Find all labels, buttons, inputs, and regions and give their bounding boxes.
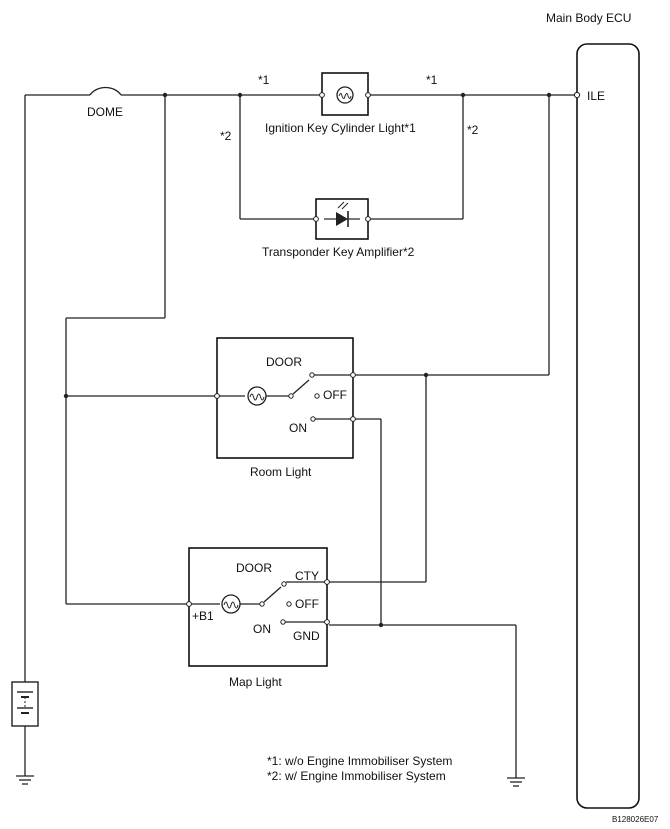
room-on-ground-wire [355, 418, 382, 625]
map-light-label: Map Light [229, 675, 282, 689]
ile-terminal [573, 91, 581, 99]
junction-dot [378, 622, 384, 628]
junction-dot [423, 372, 429, 378]
room-door-label: DOOR [266, 355, 302, 369]
legend-line-1: *1: w/o Engine Immobiliser System [267, 754, 452, 768]
battery-icon [11, 681, 39, 727]
room-light-label: Room Light [250, 465, 312, 479]
bulb-icon [336, 86, 354, 104]
room-on-label: ON [289, 421, 307, 435]
figure-code: B128026E07 [612, 815, 659, 824]
map-on-label: ON [253, 622, 271, 636]
note-star1-right: *1 [426, 73, 438, 87]
map-off-label: OFF [295, 597, 319, 611]
map-b1-label: +B1 [192, 609, 214, 623]
bulb-icon [247, 386, 267, 406]
transponder-branch-wire [239, 95, 464, 220]
ground-icon [16, 775, 34, 785]
led-icon [324, 201, 360, 227]
ignition-light-label: Ignition Key Cylinder Light*1 [265, 121, 416, 135]
map-cty-label: CTY [295, 569, 319, 583]
room-switch-blade [292, 379, 310, 395]
ignition-light-box [321, 72, 369, 116]
map-gnd-label: GND [293, 629, 320, 643]
legend-line-2: *2: w/ Engine Immobiliser System [267, 769, 446, 783]
junction-dot [63, 393, 69, 399]
bulb-icon [221, 594, 241, 614]
dome-fuse-label: DOME [87, 105, 123, 119]
map-light-box [188, 547, 328, 667]
room-off-label: OFF [323, 388, 347, 402]
gnd-wire [329, 624, 517, 778]
map-switch-blade [263, 586, 282, 603]
main-body-ecu [576, 43, 640, 809]
ground-icon [507, 777, 525, 787]
ile-label: ILE [587, 89, 605, 103]
note-star2-left: *2 [220, 129, 232, 143]
note-star1-left: *1 [258, 73, 270, 87]
ile-return-wire [327, 95, 550, 583]
ecu-title: Main Body ECU [546, 11, 631, 25]
map-door-label: DOOR [236, 561, 272, 575]
note-star2-right: *2 [467, 123, 479, 137]
dome-fuse [89, 86, 122, 96]
transponder-label: Transponder Key Amplifier*2 [262, 245, 415, 259]
left-feed-wire [65, 95, 217, 605]
